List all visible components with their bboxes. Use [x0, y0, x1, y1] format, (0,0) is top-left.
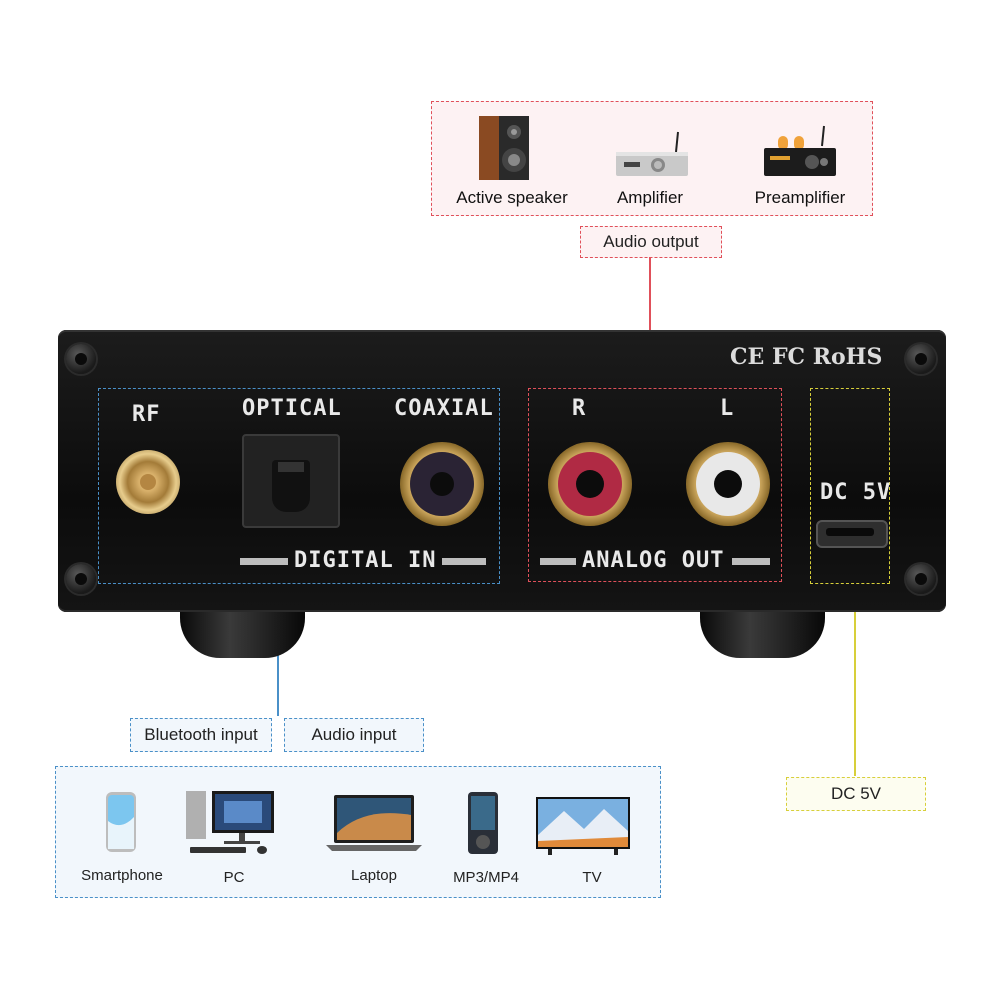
optical-port	[242, 434, 340, 528]
digital-in-label: DIGITAL IN	[294, 548, 437, 573]
coaxial-port	[400, 442, 484, 526]
input-device-label: PC	[223, 869, 245, 886]
screw-icon	[906, 564, 936, 594]
left-channel-label: L	[720, 396, 735, 421]
pc-icon	[184, 789, 276, 855]
analog-out-group	[528, 388, 782, 582]
output-device-label: Amplifier	[616, 188, 684, 207]
audio-output-connector	[649, 257, 651, 390]
audio-output-tag: Audio output	[580, 226, 722, 258]
rf-antenna-port	[116, 450, 180, 514]
screw-icon	[66, 564, 96, 594]
dc-power-tag: DC 5V	[786, 777, 926, 811]
smartphone-icon	[104, 791, 138, 853]
input-device-label: Smartphone	[81, 867, 163, 884]
analog-out-bar-left	[540, 558, 576, 565]
coaxial-port-label: COAXIAL	[394, 396, 494, 421]
input-device-label: MP3/MP4	[453, 869, 519, 886]
output-device-label: Preamplifier	[754, 188, 846, 207]
left-rca-port	[686, 442, 770, 526]
bluetooth-input-tag: Bluetooth input	[130, 718, 272, 752]
preamplifier-icon	[760, 124, 840, 180]
certification-marks: CE FC RoHS	[730, 344, 883, 370]
right-rca-port	[548, 442, 632, 526]
audio-output-devices-box: Active speaker Amplifier Preamplifier	[431, 101, 873, 216]
rf-port-label: RF	[132, 402, 161, 427]
screw-icon	[906, 344, 936, 374]
device-rear-panel: CE FC RoHS RF OPTICAL COAXIAL DIGITAL IN…	[58, 330, 946, 612]
right-channel-label: R	[572, 396, 587, 421]
input-devices-box: Smartphone PC Laptop MP3/MP4	[55, 766, 661, 898]
analog-out-bar-right	[732, 558, 770, 565]
laptop-icon	[324, 793, 424, 853]
input-device-label: TV	[582, 869, 602, 886]
digital-in-bar-right	[442, 558, 486, 565]
amplifier-icon	[612, 130, 692, 180]
tv-icon	[534, 795, 632, 857]
dc-power-group	[810, 388, 890, 584]
speaker-icon	[477, 114, 531, 182]
dc-port-label: DC 5V	[820, 480, 892, 505]
output-device-label: Active speaker	[456, 188, 568, 207]
screw-icon	[66, 344, 96, 374]
input-device-label: Laptop	[351, 867, 397, 884]
audio-input-tag: Audio input	[284, 718, 424, 752]
digital-in-bar-left	[240, 558, 288, 565]
optical-port-label: OPTICAL	[242, 396, 342, 421]
micro-usb-port	[816, 520, 888, 548]
digital-in-group	[98, 388, 500, 584]
mp3-player-icon	[466, 791, 500, 855]
analog-out-label: ANALOG OUT	[582, 548, 725, 573]
power-connector	[854, 584, 856, 776]
